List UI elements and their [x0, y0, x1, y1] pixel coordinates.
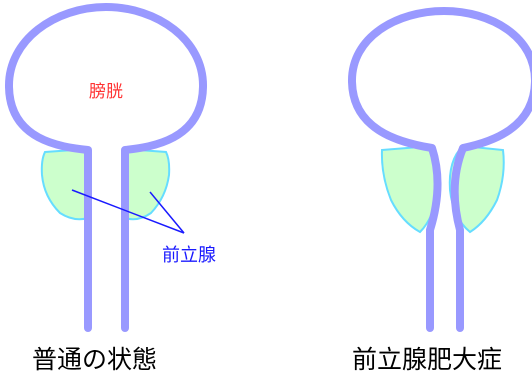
enlarged-prostate-right-lobe	[448, 144, 505, 234]
prostate-pointer-line-left	[71, 189, 185, 234]
normal-state-caption: 普通の状態	[32, 345, 157, 374]
prostate-label: 前立腺	[162, 245, 216, 266]
enlarged-urethra-right-wall	[450, 144, 467, 332]
enlarged-bladder	[347, 7, 532, 152]
normal-bladder	[4, 3, 208, 154]
enlarged-state-figure	[347, 7, 532, 332]
normal-prostate-right-lobe	[124, 147, 171, 221]
bladder-label: 膀胱	[89, 82, 123, 102]
normal-state-figure: 膀胱 前立腺	[4, 3, 216, 332]
prostate-pointer-line-right	[149, 191, 185, 234]
normal-prostate-left-lobe	[40, 147, 89, 221]
enlarged-urethra-left-wall	[426, 144, 442, 332]
enlarged-state-caption: 前立腺肥大症	[352, 345, 502, 374]
